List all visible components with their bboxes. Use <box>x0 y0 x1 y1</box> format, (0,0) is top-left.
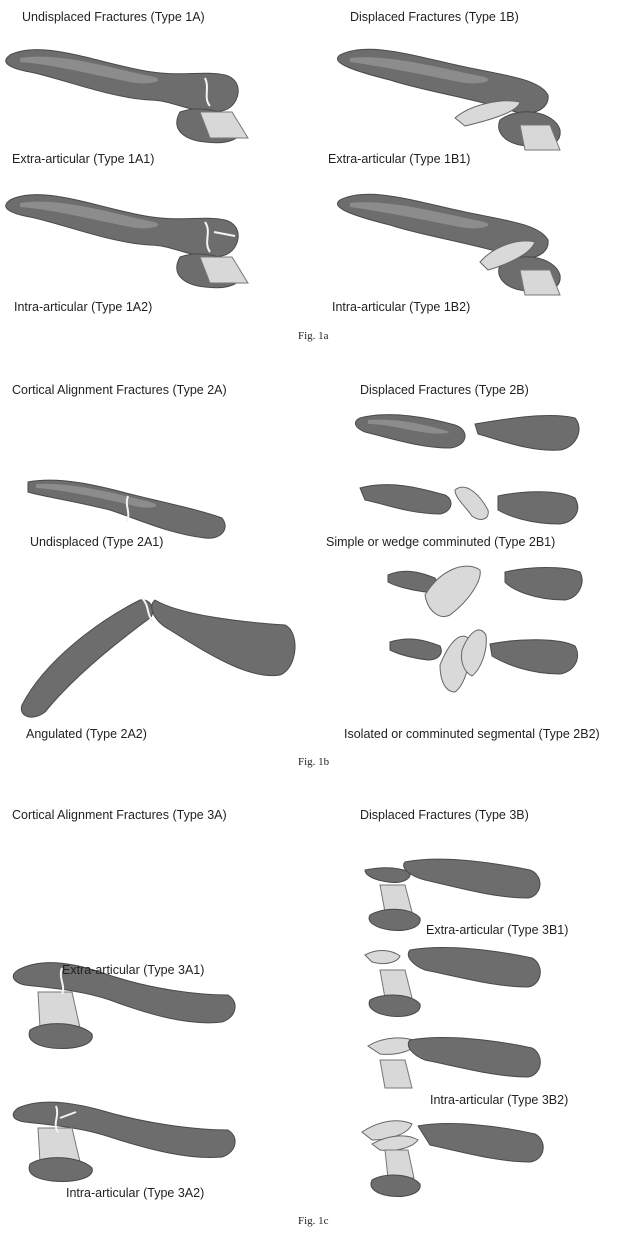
fig1b-header-right: Displaced Fractures (Type 2B) <box>360 383 529 397</box>
label-type-2b1: Simple or wedge comminuted (Type 2B1) <box>326 535 555 549</box>
label-type-3a2: Intra-articular (Type 3A2) <box>66 1186 204 1200</box>
fig1c-caption: Fig. 1c <box>298 1215 329 1227</box>
bone-2b1-a <box>355 415 579 451</box>
bone-1b1 <box>337 49 560 150</box>
label-type-2a1: Undisplaced (Type 2A1) <box>30 535 163 549</box>
bone-1a1 <box>6 50 248 143</box>
bone-3b-a <box>365 859 540 930</box>
label-type-1a2: Intra-articular (Type 1A2) <box>14 300 152 314</box>
bone-3b-b <box>365 948 540 1017</box>
label-type-2b2: Isolated or comminuted segmental (Type 2… <box>344 727 600 741</box>
bone-1a2 <box>6 195 248 288</box>
fig1c-header-right: Displaced Fractures (Type 3B) <box>360 808 529 822</box>
fig1c-header-left: Cortical Alignment Fractures (Type 3A) <box>12 808 227 822</box>
bone-1b2 <box>337 194 560 295</box>
fig1b-header-left: Cortical Alignment Fractures (Type 2A) <box>12 383 227 397</box>
bone-2a2 <box>21 598 295 717</box>
bone-2b1-b <box>360 485 578 524</box>
fig1a-header-left: Undisplaced Fractures (Type 1A) <box>22 10 205 24</box>
label-type-3b2: Intra-articular (Type 3B2) <box>430 1093 568 1107</box>
label-type-1a1: Extra-articular (Type 1A1) <box>12 152 154 166</box>
label-type-3b1: Extra-articular (Type 3B1) <box>426 923 568 937</box>
bone-2b2-b <box>390 630 578 692</box>
fig1a-caption: Fig. 1a <box>298 330 329 342</box>
bone-2a1 <box>28 480 225 538</box>
bone-2b2-a <box>388 566 582 616</box>
fig1a-header-right: Displaced Fractures (Type 1B) <box>350 10 519 24</box>
bone-3a2 <box>13 1102 235 1181</box>
label-type-2a2: Angulated (Type 2A2) <box>26 727 147 741</box>
label-type-1b1: Extra-articular (Type 1B1) <box>328 152 470 166</box>
bone-3b-c <box>368 1038 540 1088</box>
label-type-3a1: Extra-articular (Type 3A1) <box>62 963 204 977</box>
fig1b-caption: Fig. 1b <box>298 756 329 768</box>
bone-3b-d <box>362 1121 543 1197</box>
label-type-1b2: Intra-articular (Type 1B2) <box>332 300 470 314</box>
